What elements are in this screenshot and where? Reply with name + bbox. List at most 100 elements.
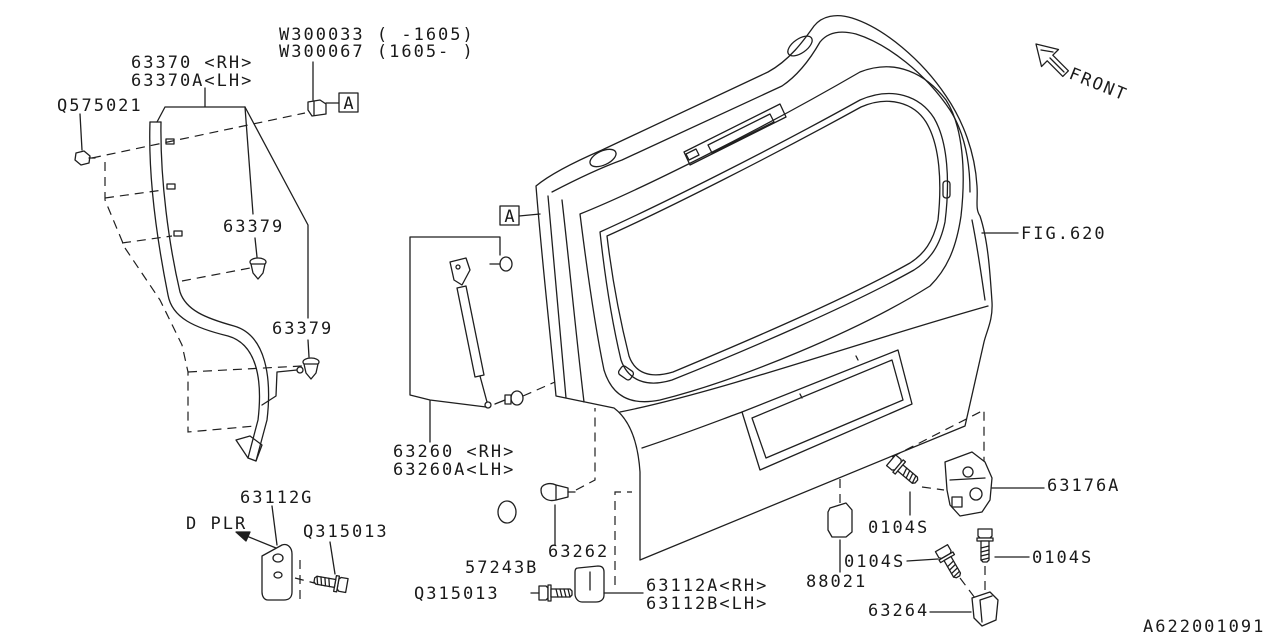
leader-63379-upper: [244, 106, 258, 258]
bolt-flange: [892, 459, 907, 475]
bolt-flange: [333, 574, 341, 593]
strut-rod: [479, 375, 488, 403]
tailgate-assembly: [535, 15, 993, 561]
stopper-install-line: [575, 408, 596, 491]
callout-57243b[interactable]: 57243B: [465, 558, 538, 578]
ref-mark-a-upper: A: [338, 92, 359, 114]
callout-0104s-right[interactable]: 0104S: [1032, 548, 1093, 568]
plate-light-mark-left: [799, 393, 803, 399]
latch-assembly: [885, 451, 1045, 627]
spoiler-end-cap-left: [589, 148, 617, 168]
callout-63370a[interactable]: 63370A<LH>: [131, 71, 253, 91]
bolt-q315013-lower: [538, 584, 573, 602]
bracket-fold: [979, 595, 993, 623]
strut-end-fitting: [484, 401, 492, 409]
d-pillar-line-inner: [561, 199, 585, 403]
tailgate-outer-outline: [535, 15, 993, 561]
push-pin-body: [250, 263, 266, 280]
callout-w300067[interactable]: W300067 (1605- ): [279, 42, 475, 62]
callout-w300033[interactable]: W300033 ( -1605): [279, 25, 475, 45]
strut-bracket-hole: [455, 264, 461, 270]
callout-63262[interactable]: 63262: [548, 542, 609, 562]
callout-q575021[interactable]: Q575021: [57, 96, 143, 116]
weatherstrip-inner-edge: [160, 121, 270, 462]
latch-plate-edge: [949, 477, 986, 481]
latch-63176a: [944, 451, 993, 517]
stopper-63262: [540, 483, 576, 502]
bolt-0104s-right: [976, 528, 994, 563]
leader-63370: [156, 87, 246, 123]
clip-63379-upper: [249, 257, 267, 280]
callout-63379-lower[interactable]: 63379: [272, 319, 333, 339]
drawing-number: A622001091: [1143, 617, 1265, 637]
latch-mount-area: [891, 409, 985, 470]
ref-mark-box: [499, 205, 520, 226]
callout-88021[interactable]: 88021: [806, 572, 867, 592]
callout-63264[interactable]: 63264: [868, 601, 929, 621]
bracket-install-line: [959, 577, 976, 599]
garnish-cable-end: [296, 366, 304, 374]
plate-light-mark-right: [855, 355, 859, 361]
rear-glass-inner-edge: [606, 100, 941, 376]
callout-63176a[interactable]: 63176A: [1047, 476, 1120, 496]
push-pin-body: [303, 363, 319, 380]
gas-strut-assembly: [409, 213, 556, 443]
clip-w300033: [307, 99, 327, 117]
latch-claw: [969, 487, 983, 501]
front-label: FRONT: [1066, 64, 1130, 105]
right-edge-inner-line: [971, 219, 986, 301]
callout-q315013-lower[interactable]: Q315013: [414, 584, 500, 604]
spoiler-end-cap-right: [787, 35, 813, 57]
weatherstrip-outer-edge: [149, 121, 261, 459]
tailgate-side-marker: [942, 180, 951, 199]
striker-63112a: [574, 565, 605, 603]
callout-63260a[interactable]: 63260A<LH>: [393, 460, 515, 480]
ref-mark-a-gate: A: [499, 205, 520, 227]
strut-upper-bracket: [449, 257, 471, 286]
callout-0104s-left[interactable]: 0104S: [844, 552, 905, 572]
latch-body: [944, 451, 993, 517]
front-arrow-inner-line: [1040, 49, 1065, 73]
bolt-q315013-upper: [313, 574, 349, 594]
callout-63112a[interactable]: 63112A<RH>: [646, 576, 768, 596]
strut-lower-stud-hex: [504, 394, 512, 405]
bolt-thread: [316, 575, 331, 588]
callout-q315013-upper[interactable]: Q315013: [303, 522, 389, 542]
leader-q315013-upper: [329, 541, 336, 575]
license-plate-recess: [741, 349, 913, 471]
latch-bolt-install-line: [921, 486, 945, 491]
callout-63112b[interactable]: 63112B<LH>: [646, 594, 768, 614]
bolt-thread: [980, 545, 990, 561]
leader-63260-bracket: [409, 236, 501, 443]
pillar-striker-assembly: [235, 505, 349, 601]
strut-cylinder: [456, 285, 485, 378]
callout-0104s-latch[interactable]: 0104S: [868, 518, 929, 538]
pillar-ref-label: D PLR: [186, 514, 247, 534]
callout-63260[interactable]: 63260 <RH>: [393, 442, 515, 462]
bolt-thread: [555, 588, 571, 598]
bumper-88021: [827, 502, 853, 538]
install-line: [121, 235, 173, 244]
d-plr-arrow-icon: [235, 531, 251, 542]
clip-63379-lower: [302, 357, 320, 380]
d-pillar-line-outer: [547, 195, 567, 399]
stopper-body: [540, 483, 569, 502]
bolt-0104s-latch: [885, 454, 919, 484]
lower-panel-edge: [641, 411, 743, 449]
callout-63379-upper[interactable]: 63379: [223, 217, 284, 237]
rear-glass: [599, 92, 949, 384]
leader-ref-a-gate: [518, 213, 541, 217]
ref-mark-letter: A: [504, 207, 514, 227]
bolt-flange: [976, 537, 994, 542]
callout-63370[interactable]: 63370 <RH>: [131, 53, 253, 73]
bolt-0104s-left: [934, 544, 962, 579]
clip-q575021: [74, 150, 96, 166]
install-line: [104, 189, 164, 199]
strut-lower-ball-stud: [510, 390, 524, 406]
callout-63112g[interactable]: 63112G: [240, 488, 313, 508]
install-line-top: [91, 112, 306, 159]
striker-plate-hole: [272, 553, 284, 563]
garnish-cable: [261, 369, 298, 406]
figure-ref-link[interactable]: FIG.620: [1021, 224, 1107, 244]
